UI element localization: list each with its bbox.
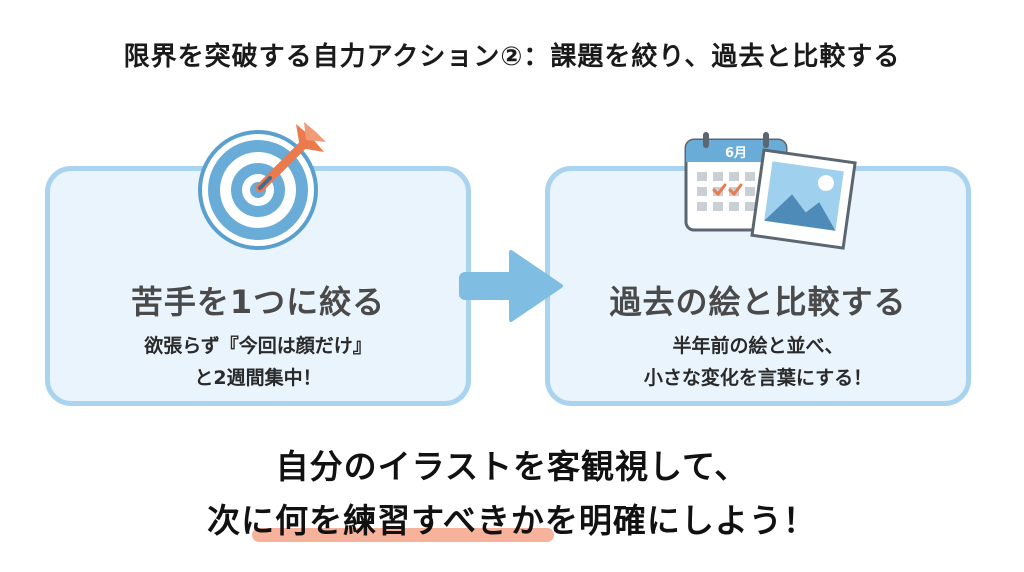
card-heading: 過去の絵と比較する (609, 283, 907, 321)
card-description-line: 小さな変化を言葉にする！ (643, 367, 873, 389)
summary-line: 自分のイラストを客観視して、 (275, 447, 749, 486)
card-heading: 苦手を1つに絞る (130, 283, 386, 321)
highlight-underline (252, 528, 554, 542)
summary-line: 次に何を練習すべきかを明確にしよう！ (207, 501, 817, 540)
card-description-line: 欲張らず『今回は顔だけ』 (144, 335, 372, 357)
page-title: 限界を突破する自力アクション②：課題を絞り、過去と比較する (123, 42, 901, 72)
card-description-line: と2週間集中！ (194, 367, 322, 389)
target-icon (198, 122, 326, 250)
card-description-line: 半年前の絵と並べ、 (672, 335, 844, 357)
calendar-month-label: 6月 (725, 146, 747, 161)
calendar-photo-icon: 6月 (684, 132, 857, 250)
arrow-right-icon (459, 250, 563, 322)
